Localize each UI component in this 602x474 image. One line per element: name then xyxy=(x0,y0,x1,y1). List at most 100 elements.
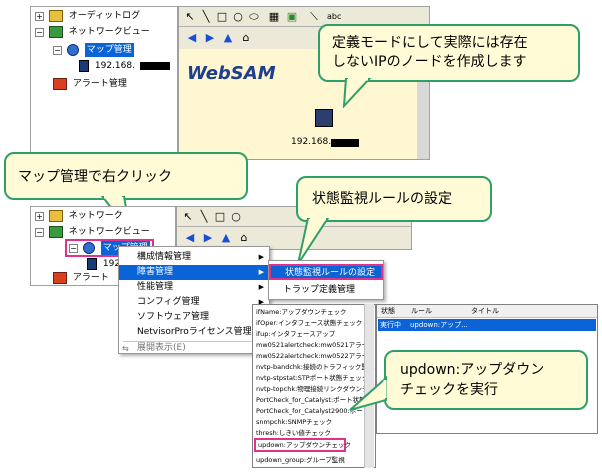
websam-logo: WebSAM xyxy=(187,63,276,84)
tree-item-network-view[interactable]: − ネットワークビュー xyxy=(35,25,150,39)
map-icon[interactable]: ▣ xyxy=(286,10,298,23)
cell-rule: updown:アップ... xyxy=(410,321,468,329)
tree-item-alert[interactable]: アラート xyxy=(53,271,109,285)
map-management-icon xyxy=(82,242,95,254)
column-header-status[interactable]: 状態 xyxy=(381,307,395,315)
expand-icon[interactable]: + xyxy=(35,11,44,21)
rule-list-item[interactable]: snmpchk:SNMPチェック xyxy=(256,418,333,426)
tree-item-label: ネットワーク xyxy=(68,211,123,221)
collapse-icon[interactable]: − xyxy=(69,243,78,253)
rule-list-item[interactable]: nvtp-topchk:物理接続リンクダウンチ xyxy=(256,385,369,393)
menu-item-expand[interactable]: ⇆ 展開表示(E) xyxy=(119,342,269,355)
collapse-icon[interactable]: − xyxy=(53,45,62,55)
tree-item-label: ネットワークビュー xyxy=(68,27,150,37)
back-arrow-icon[interactable]: ◀ xyxy=(187,31,197,44)
context-menu: 構成情報管理▶ 障害管理▶ 性能管理▶ コンフィグ管理▶ ソフトウェア管理▶ N… xyxy=(118,246,270,354)
tree-item-label: オーディットログ xyxy=(68,11,141,21)
menu-item-fault-management[interactable]: 障害管理▶ xyxy=(119,265,269,280)
map-management-icon xyxy=(66,44,79,56)
tree-item-alert-management[interactable]: アラート管理 xyxy=(53,77,127,91)
ellipse-tool-icon[interactable]: ○ xyxy=(231,210,241,223)
tree-item-network-view[interactable]: − ネットワークビュー xyxy=(35,225,150,239)
collapse-icon[interactable]: − xyxy=(35,227,44,237)
rule-list-item[interactable]: ifName:アップダウンチェック xyxy=(256,308,347,316)
network-view-icon xyxy=(48,26,63,38)
rule-list-item[interactable]: mw0521alertcheck:mw0521アラート xyxy=(256,341,375,349)
network-icon xyxy=(48,210,63,222)
menu-item-label: 構成情報管理 xyxy=(137,252,192,262)
rule-list-panel: ifName:アップダウンチェック ifOper:インタフェース状態チェック i… xyxy=(252,304,376,468)
menu-item-label: 状態監視ルールの設定 xyxy=(285,268,376,278)
rule-list-item[interactable]: nvtp-bandchk:接続のトラフィック監視 xyxy=(256,363,375,371)
menu-item-trap-definition[interactable]: トラップ定義管理 xyxy=(269,283,383,298)
menu-item-label: ソフトウェア管理 xyxy=(137,312,210,322)
menu-item-label: コンフィグ管理 xyxy=(137,297,200,307)
table-row[interactable]: 実行中 updown:アップ... xyxy=(378,319,596,331)
tree-item-node[interactable]: 192 xyxy=(87,257,120,271)
menu-item-label: トラップ定義管理 xyxy=(283,285,356,295)
expand-view-icon: ⇆ xyxy=(122,344,129,353)
column-header-rule[interactable]: ルール xyxy=(411,307,432,315)
menu-item-status-rule-setting[interactable]: 状態監視ルールの設定 xyxy=(269,264,383,280)
rule-list-item[interactable]: PortCheck_for_Catalyst:ポート状態チ xyxy=(256,396,373,404)
up-arrow-icon[interactable]: ▲ xyxy=(223,31,233,44)
tree-item-label: 192 xyxy=(102,259,121,269)
back-arrow-icon[interactable]: ◀ xyxy=(185,231,195,244)
tree-item-audit-log[interactable]: + オーディットログ xyxy=(35,9,140,23)
tree-item-map-management[interactable]: − マップ管理 xyxy=(53,43,134,57)
tree-item-network[interactable]: + ネットワーク xyxy=(35,209,123,223)
rule-list-item[interactable]: PortCheck_for_Catalyst2900:ポート xyxy=(256,407,370,415)
tree-item-node[interactable]: 192.168. xyxy=(79,59,170,73)
pointer-icon[interactable]: ↖ xyxy=(183,210,193,223)
home-icon[interactable]: ⌂ xyxy=(240,231,248,244)
menu-item-performance[interactable]: 性能管理▶ xyxy=(119,280,269,295)
column-header-title[interactable]: タイトル xyxy=(471,307,499,315)
rule-list-item[interactable]: ifOper:インタフェース状態チェック xyxy=(256,319,363,327)
table-header: 状態 ルール タイトル xyxy=(377,305,597,318)
pointer-icon[interactable]: ↖ xyxy=(185,10,195,23)
forward-arrow-icon[interactable]: ▶ xyxy=(203,231,213,244)
text-tool-icon[interactable]: abc xyxy=(327,12,342,21)
rule-list-scrollbar[interactable] xyxy=(364,304,374,468)
grid-icon[interactable]: ▦ xyxy=(268,10,280,23)
menu-item-label: 障害管理 xyxy=(137,267,174,277)
alert-management-icon xyxy=(53,272,67,284)
callout-tail xyxy=(342,78,372,108)
rule-list-item[interactable]: ifup:インタフェースアップ xyxy=(256,330,336,338)
expand-icon[interactable]: + xyxy=(35,211,44,221)
up-arrow-icon[interactable]: ▲ xyxy=(221,231,231,244)
ellipse-tool-icon[interactable]: ○ xyxy=(233,10,243,23)
callout-bubble-status-rule xyxy=(296,176,492,222)
rule-list-item[interactable]: thresh:しきい値チェック xyxy=(256,429,331,437)
menu-item-configuration[interactable]: 構成情報管理▶ xyxy=(119,250,269,265)
menu-item-config[interactable]: コンフィグ管理▶ xyxy=(119,295,269,310)
rule-list-item[interactable]: updown_group:グループ監視 xyxy=(256,456,345,464)
home-icon[interactable]: ⌂ xyxy=(242,31,250,44)
callout-text-status-rule: 状態監視ルールの設定 xyxy=(312,191,452,207)
tree-item-label: アラート xyxy=(72,273,109,283)
callout-tail xyxy=(349,375,387,411)
rule-list-item-updown-selected[interactable]: updown:アップダウンチェック xyxy=(254,438,351,452)
rectangle-tool-icon[interactable]: □ xyxy=(214,210,226,223)
callout-text-updown: updown:アップダウン チェックを実行 xyxy=(400,362,545,398)
menu-separator xyxy=(123,341,265,342)
connect-icon[interactable]: ⟍ xyxy=(310,10,318,23)
rule-list-item[interactable]: mw0522alertcheck:mw0522アラート xyxy=(256,352,375,360)
forward-arrow-icon[interactable]: ▶ xyxy=(205,31,215,44)
map-node-icon[interactable] xyxy=(315,109,333,127)
top-tree-panel: + オーディットログ − ネットワークビュー − マップ管理 192.168. … xyxy=(30,6,178,160)
collapse-icon[interactable]: − xyxy=(35,27,44,37)
menu-item-software[interactable]: ソフトウェア管理▶ xyxy=(119,310,269,325)
alert-management-icon xyxy=(53,78,67,90)
line-tool-icon[interactable]: ╲ xyxy=(200,210,208,223)
rounded-tool-icon[interactable]: ⬭ xyxy=(249,10,259,23)
audit-log-icon xyxy=(48,10,63,22)
callout-bubble-updown xyxy=(384,350,588,410)
tree-item-label: アラート管理 xyxy=(72,79,127,89)
line-tool-icon[interactable]: ╲ xyxy=(202,10,210,23)
callout-text-right-click: マップ管理で右クリック xyxy=(18,169,172,185)
rule-list-item[interactable]: nvtp-stpstat:STPポート状態チェック xyxy=(256,374,369,382)
callout-text-ip-node: 定義モードにして実際には存在 しないIPのノードを作成します xyxy=(332,35,528,70)
rectangle-tool-icon[interactable]: □ xyxy=(216,10,228,23)
menu-item-license[interactable]: NetvisorProライセンス管理 xyxy=(119,325,269,340)
